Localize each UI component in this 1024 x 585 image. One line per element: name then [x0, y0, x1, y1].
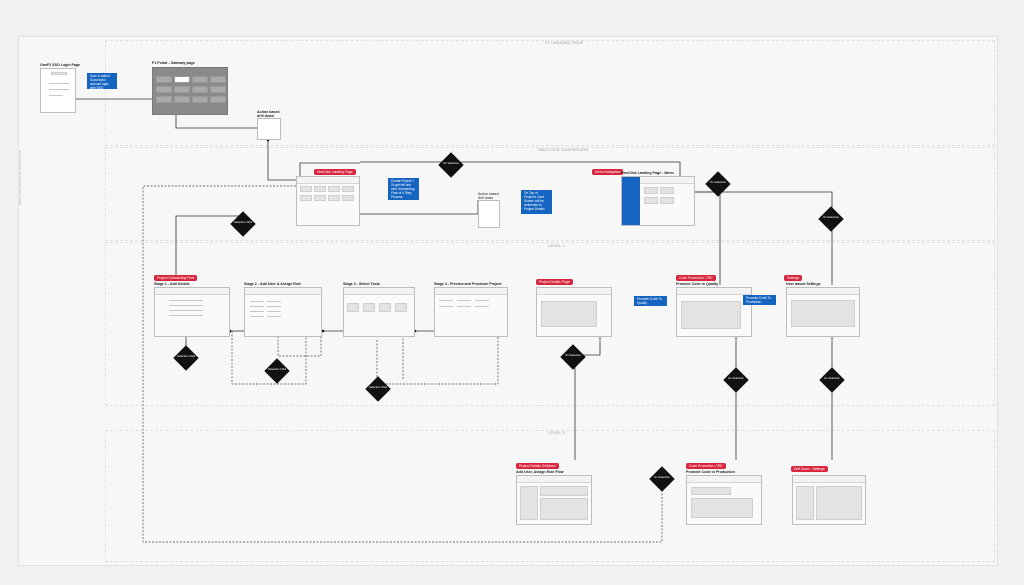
- band-label-level1: LEVEL 1: [548, 243, 566, 248]
- lane-frame-level2: [105, 430, 995, 562]
- decision-node[interactable]: On Selection: [560, 344, 586, 370]
- stage1-title: Stage 1 - Add Details: [154, 282, 190, 286]
- oneclick-landing-screen[interactable]: [296, 176, 360, 226]
- decision-node[interactable]: Selection Click: [264, 358, 290, 384]
- code-promo-l2-screen[interactable]: [686, 475, 762, 525]
- settings-tag: Settings: [784, 275, 803, 281]
- oneclick-landing-note: Create Project + To get left one new Onb…: [388, 178, 419, 200]
- stage3-screen[interactable]: [343, 287, 415, 337]
- decision-node[interactable]: Selection Click: [173, 345, 199, 371]
- drill2-screen[interactable]: [478, 200, 500, 228]
- code-promo-screen[interactable]: [676, 287, 752, 337]
- band-label-level2: LEVEL 2: [548, 430, 566, 435]
- band-label-dashboard: ONECLICK DASHBOARD: [538, 147, 589, 152]
- decision-label: Selection Click: [368, 385, 388, 389]
- code-promo-l2-tag: Code Promotion: CRE: [686, 463, 726, 469]
- project-details-l2-title: Add User, Assign Role Flow: [516, 470, 564, 474]
- stage2-screen[interactable]: [244, 287, 322, 337]
- code-promo-title: Promote Code to Quality: [676, 282, 719, 286]
- code-promo-note-left: Promote Code To Quality: [634, 296, 667, 306]
- code-promo-note-right: Promote Code To Production: [743, 295, 776, 305]
- login-title: OneF1 SSO Login Page: [40, 63, 81, 67]
- drill2-title: Action based drill down: [478, 192, 499, 200]
- code-promo-l2-title: Promote Code to Production: [686, 470, 735, 474]
- decision-label: On Selection: [822, 215, 839, 219]
- decision-label: Selection Click: [267, 367, 287, 371]
- project-details-screen[interactable]: [536, 287, 612, 337]
- decision-label: On Selection: [564, 353, 581, 357]
- decision-label: Selection Click: [233, 220, 253, 224]
- band-label-f1: F1 LANDING PAGE: [545, 40, 584, 45]
- project-details-tag: Project Details Page: [536, 279, 573, 285]
- decision-node[interactable]: On Selection: [818, 206, 844, 232]
- lane-frame-f1: [105, 40, 995, 146]
- decision-label: Selection Click: [176, 354, 196, 358]
- stage2-title: Stage 2 - Add User & Assign Role: [244, 282, 302, 286]
- decision-node[interactable]: Selection Click: [230, 211, 256, 237]
- lane-frame-level1: [105, 242, 995, 406]
- settings-l2-screen[interactable]: [792, 475, 866, 525]
- decision-node[interactable]: On Selection: [649, 466, 675, 492]
- code-promo-tag: Code Promotion: CRE: [676, 275, 716, 281]
- stage4-title: Stage 4 - Preview and Provision Project: [434, 282, 502, 286]
- gateway-title: F1 Portal - Gateway page: [152, 61, 195, 65]
- login-note: User is added. Successful account login …: [87, 73, 117, 90]
- decision-label: On Selection: [442, 161, 459, 165]
- decision-label: On Selection: [727, 376, 744, 380]
- login-screen[interactable]: [40, 68, 76, 113]
- project-details-l2-screen[interactable]: [516, 475, 592, 525]
- decision-node[interactable]: On Selection: [705, 171, 731, 197]
- oneclick-landing-tag: OneClick Landing Page: [314, 169, 356, 175]
- menu-title: OneClick Landing Page - Menu: [621, 171, 674, 175]
- decision-label: On Selection: [653, 475, 670, 479]
- project-details-l2-tag: Project Details Drilldown: [516, 463, 559, 469]
- stage3-title: Stage 3 - Select Tools: [343, 282, 380, 286]
- menu-tag: Menu Navigation: [592, 169, 624, 175]
- settings-screen[interactable]: [786, 287, 860, 337]
- gateway-screen[interactable]: [152, 67, 228, 115]
- menu-screen[interactable]: [621, 176, 695, 226]
- lane-frame-dashboard: [105, 147, 995, 241]
- drill1-title: Action based drill down: [257, 110, 280, 118]
- onboarding-tag: Project Onboarding Flow: [154, 275, 198, 281]
- decision-node[interactable]: On Selection: [438, 152, 464, 178]
- stage4-screen[interactable]: [434, 287, 508, 337]
- decision-node[interactable]: On Selection: [819, 367, 845, 393]
- decision-label: On Selection: [823, 376, 840, 380]
- drill2-note: On Top of Project's Card Screen will be …: [521, 190, 552, 214]
- stage1-screen[interactable]: [154, 287, 230, 337]
- decision-node[interactable]: Selection Click: [365, 376, 391, 402]
- settings-l2-tag: Drill Down - Settings: [791, 466, 828, 472]
- decision-label: On Selection: [709, 180, 726, 184]
- settings-title: User based Settings: [786, 282, 821, 286]
- decision-node[interactable]: On Selection: [723, 367, 749, 393]
- drill1-screen[interactable]: [257, 118, 281, 140]
